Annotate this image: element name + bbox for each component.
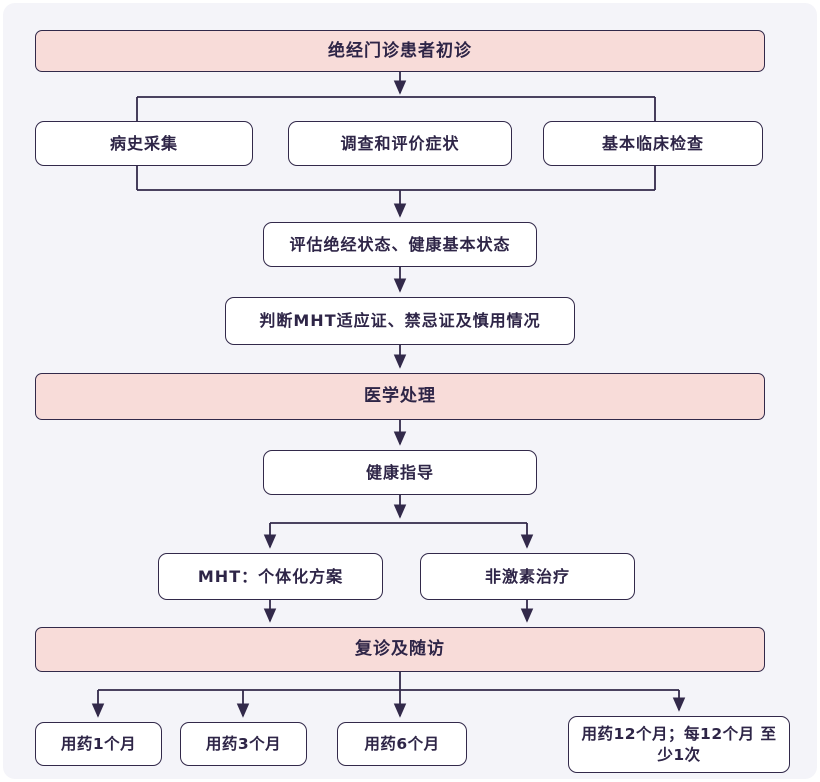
node-clinical-exam: 基本临床检查 — [543, 121, 763, 166]
stage-initial-visit: 绝经门诊患者初诊 — [35, 30, 765, 72]
node-non-hormonal: 非激素治疗 — [420, 553, 635, 600]
stage-medical-management: 医学处理 — [35, 373, 765, 420]
node-assess-status: 评估绝经状态、健康基本状态 — [263, 222, 537, 267]
node-month1: 用药1个月 — [35, 722, 162, 766]
stage-follow-up: 复诊及随访 — [35, 627, 765, 672]
node-month3: 用药3个月 — [180, 722, 307, 766]
node-history-collection: 病史采集 — [35, 121, 253, 166]
node-month12: 用药12个月；每12个月 至少1次 — [568, 716, 790, 773]
node-mht-plan: MHT：个体化方案 — [158, 553, 383, 600]
node-judge-mht: 判断MHT适应证、禁忌证及慎用情况 — [225, 297, 575, 345]
node-month6: 用药6个月 — [337, 722, 467, 766]
node-symptom-evaluation: 调查和评价症状 — [288, 121, 512, 166]
node-health-guidance: 健康指导 — [263, 450, 537, 495]
